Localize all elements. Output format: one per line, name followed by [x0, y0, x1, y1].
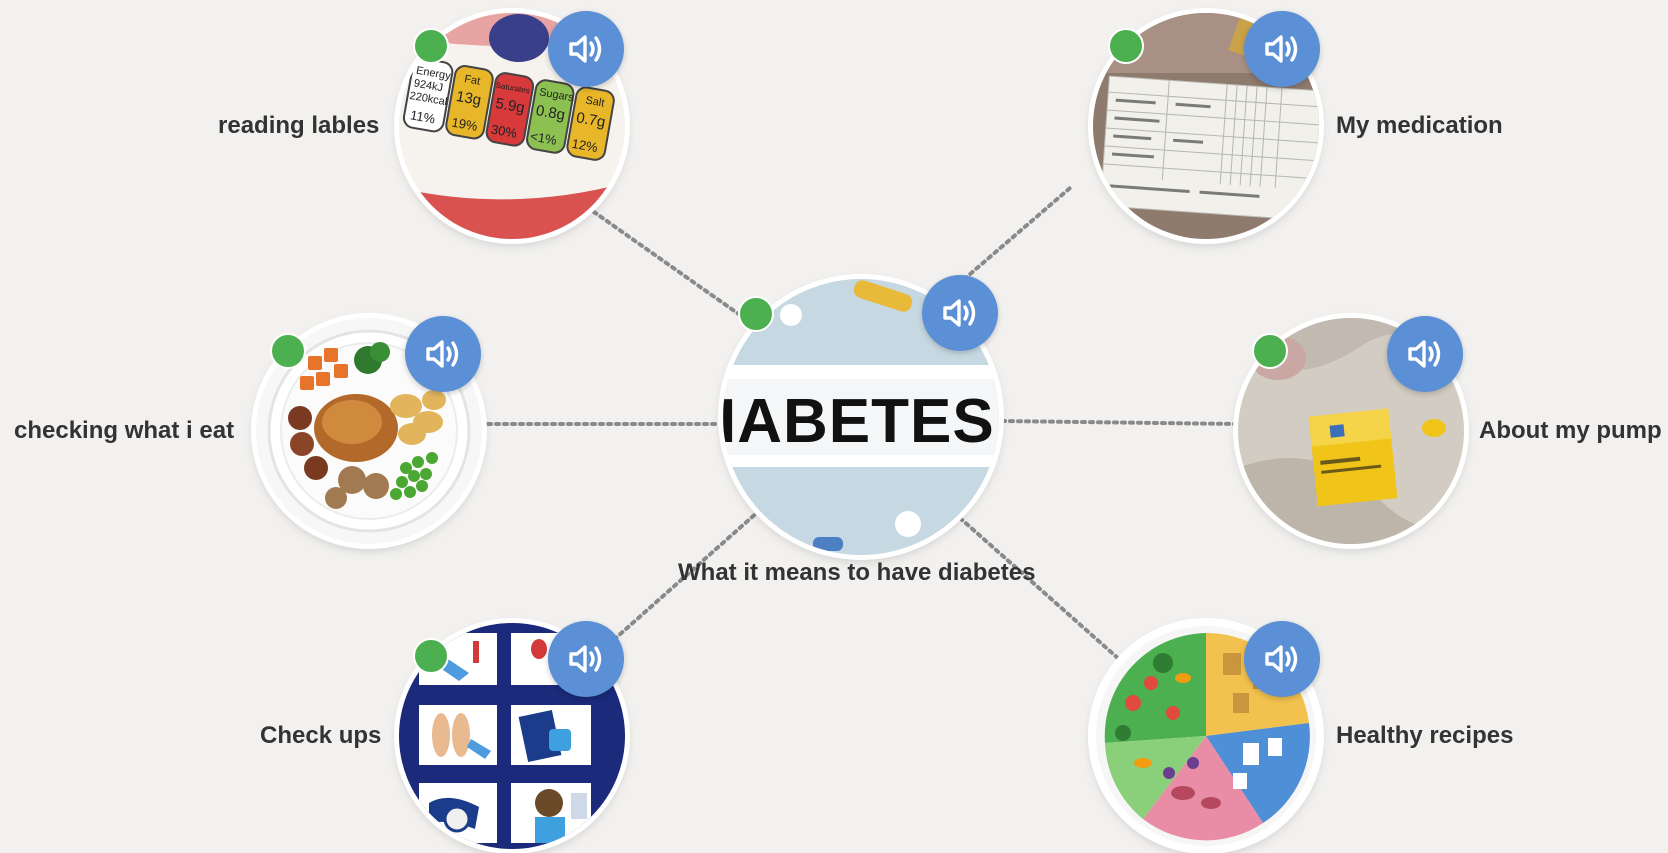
label-fat-value: 13g	[455, 88, 483, 109]
center-topic-image[interactable]: IABETES	[723, 279, 999, 555]
center-topic-label[interactable]: What it means to have diabetes	[678, 559, 1036, 586]
label-energy-kj: 924kJ	[413, 77, 444, 94]
label-salt-pct: 12%	[571, 136, 600, 155]
status-dot	[1108, 28, 1144, 64]
connector-healthy-recipes	[958, 516, 1122, 662]
center-audio-button[interactable]	[922, 275, 998, 351]
label-sugars-value: 0.8g	[535, 102, 567, 124]
speaker-icon	[569, 645, 602, 673]
label-energy-pct: 11%	[409, 107, 437, 126]
label-salt-value: 0.7g	[575, 109, 607, 131]
topic-image-checking-what-i-eat[interactable]	[256, 318, 482, 544]
speaker-icon	[426, 340, 459, 368]
status-dot	[413, 638, 449, 674]
center-image-word: IABETES	[723, 387, 995, 456]
topic-label-check-ups[interactable]: Check ups	[260, 722, 382, 749]
reading-lables-audio-button[interactable]	[548, 11, 624, 87]
speaker-icon	[943, 299, 976, 327]
about-my-pump-audio-button[interactable]	[1387, 316, 1463, 392]
label-fat-pct: 19%	[450, 115, 479, 134]
status-dot	[270, 333, 306, 369]
topic-label-healthy-recipes[interactable]: Healthy recipes	[1336, 722, 1514, 749]
status-dot	[413, 28, 449, 64]
topic-label-reading-lables[interactable]: reading lables	[218, 112, 380, 139]
check-ups-audio-button[interactable]	[548, 621, 624, 697]
label-saturates-pct: 30%	[490, 122, 519, 141]
topic-label-checking-what-i-eat[interactable]: checking what i eat	[14, 417, 235, 444]
label-salt: Salt	[585, 94, 606, 109]
speaker-icon	[1265, 645, 1298, 673]
connector-about-my-pump	[1000, 419, 1240, 426]
label-fat: Fat	[463, 73, 481, 88]
status-dot	[1252, 333, 1288, 369]
speaker-icon	[1408, 340, 1441, 368]
healthy-recipes-audio-button[interactable]	[1244, 621, 1320, 697]
label-sugars-pct: <1%	[529, 128, 558, 147]
label-saturates-value: 5.9g	[494, 95, 526, 117]
connector-reading-lables	[558, 186, 742, 317]
checking-what-i-eat-audio-button[interactable]	[405, 316, 481, 392]
status-dot	[738, 296, 774, 332]
speaker-icon	[569, 35, 602, 63]
topic-label-about-my-pump[interactable]: About my pump	[1479, 417, 1662, 444]
topic-label-my-medication[interactable]: My medication	[1336, 112, 1503, 139]
connector-check-ups	[598, 508, 762, 654]
topic-image-reading-lables[interactable]: Energy 924kJ 220kcal Fat 13g Saturates 5…	[399, 13, 625, 239]
my-medication-audio-button[interactable]	[1244, 11, 1320, 87]
speaker-icon	[1265, 35, 1298, 63]
